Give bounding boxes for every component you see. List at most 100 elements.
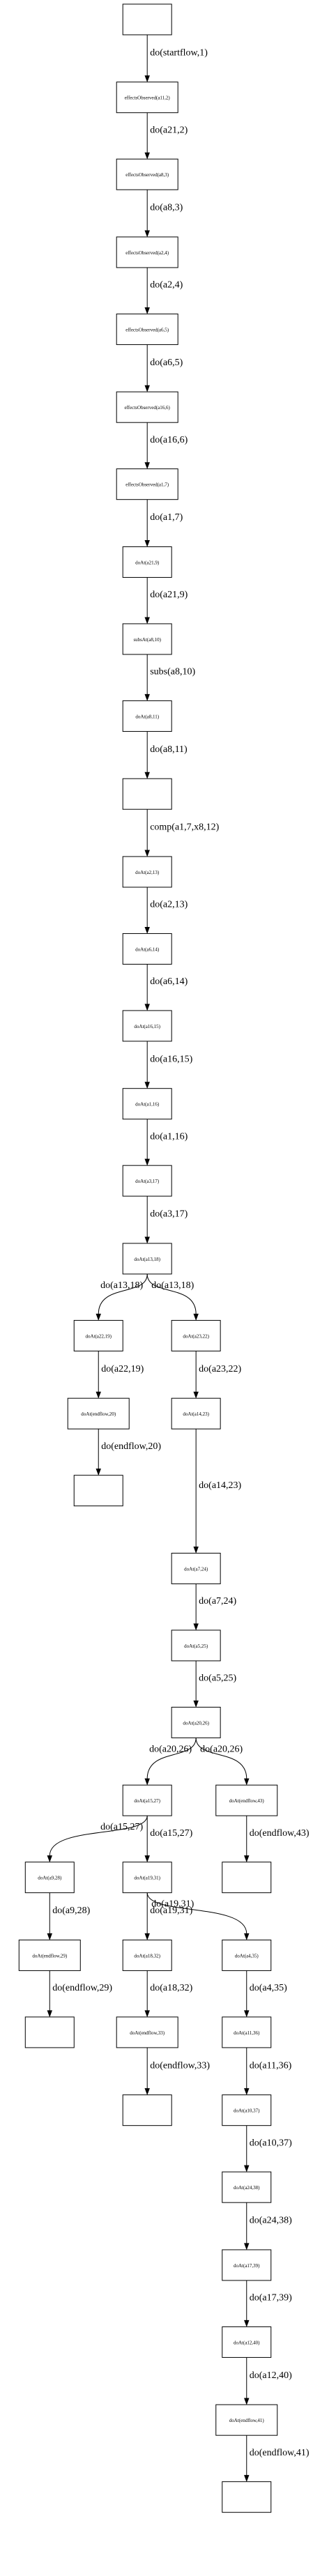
state-node: doAt(a19,31): [122, 1862, 172, 1894]
arrowhead-icon: [144, 307, 150, 314]
node-box: [215, 2404, 278, 2436]
node-box: [24, 1862, 75, 1894]
edge-line: [195, 1738, 247, 1779]
arrowhead-icon: [144, 75, 150, 83]
edge-label: do(a15,27): [150, 1828, 192, 1839]
arrowhead-icon: [193, 1391, 199, 1399]
edge-label: do(a8,3): [150, 203, 183, 213]
arrowhead-icon: [244, 2243, 250, 2251]
state-node: doAt(a13,18): [122, 1243, 172, 1275]
arrowhead-icon: [144, 1933, 150, 1940]
node-box: [122, 623, 172, 655]
node-label: effectsObserved(a6,5): [125, 327, 169, 332]
edge-label: do(a6,14): [150, 976, 188, 987]
node-label: subsAt(a8,10): [133, 637, 161, 643]
node-box: [171, 1630, 221, 1662]
edge-label: do(a23,22): [199, 1364, 241, 1374]
state-node: doAt(a5,25): [171, 1630, 221, 1662]
node-label: doAt(a12,40): [234, 2340, 260, 2345]
state-node: doAt(a18,32): [122, 1939, 172, 1971]
node-box: [18, 1939, 81, 1971]
edge-line: [49, 1816, 148, 1856]
node-label: doAt(a1,16): [135, 1102, 160, 1107]
node-box: [73, 1319, 123, 1351]
node-box: [222, 2094, 272, 2126]
edge-label: do(a4,35): [250, 1983, 287, 1993]
edge: do(a19,31): [146, 1892, 250, 1940]
arrowhead-icon: [244, 2475, 250, 2483]
terminal-node: [222, 2481, 272, 2513]
node-label: doAt(a20,26): [183, 1720, 209, 1726]
node-label: doAt(a16,15): [134, 1024, 160, 1029]
edge-label: do(a2,4): [150, 280, 183, 291]
edge: do(a3,17): [144, 1196, 188, 1244]
arrowhead-icon: [244, 2320, 250, 2327]
edge-label: do(a9,28): [52, 1906, 90, 1916]
node-box: [222, 2326, 272, 2358]
node-box: [222, 1939, 272, 1971]
node-box: [67, 1397, 130, 1429]
edge-label: do(a21,2): [150, 125, 188, 135]
edge: do(a7,24): [193, 1584, 237, 1631]
edge-line: [146, 1892, 247, 1934]
edge-label: do(a7,24): [199, 1596, 236, 1607]
node-label: effectsObserved(a2,4): [125, 250, 169, 256]
state-node: doAt(a22,19): [73, 1319, 123, 1351]
edge: do(a8,11): [144, 731, 188, 779]
arrowhead-icon: [193, 1700, 199, 1708]
node-label: doAt(a19,31): [134, 1876, 160, 1881]
node-box: [116, 236, 178, 268]
node-label: doAt(a9,28): [38, 1876, 62, 1881]
edge: do(endflow,29): [47, 1970, 112, 2018]
edge: do(a6,5): [144, 344, 183, 392]
state-node: doAt(a11,36): [222, 2016, 272, 2048]
arrowhead-icon: [47, 1933, 53, 1940]
node-box: [116, 82, 178, 114]
arrowhead-icon: [144, 2088, 150, 2096]
arrowhead-icon: [144, 1236, 150, 1244]
node-box: [73, 1475, 123, 1507]
state-node: doAt(a3,17): [122, 1165, 172, 1197]
edge: do(endflow,41): [244, 2435, 310, 2483]
edge-line: [98, 1273, 148, 1314]
edge-label: do(a22,19): [101, 1364, 144, 1374]
node-label: doAt(a6,14): [135, 946, 160, 952]
arrowhead-icon: [144, 1082, 150, 1089]
edge: do(a20,26): [195, 1738, 250, 1786]
edge-label: do(a1,16): [150, 1131, 188, 1142]
edge-label: do(a2,13): [150, 900, 188, 910]
edge-label: do(endflow,29): [52, 1983, 112, 1993]
arrowhead-icon: [193, 1546, 199, 1554]
edge: do(a1,16): [144, 1119, 188, 1166]
edge: do(a21,9): [144, 577, 188, 624]
state-node: doAt(a23,22): [171, 1319, 221, 1351]
state-node: effectsObserved(a11,2): [116, 82, 178, 114]
state-node: doAt(endflow,29): [18, 1939, 81, 1971]
state-node: doAt(a24,38): [222, 2171, 272, 2203]
state-node: doAt(endflow,41): [215, 2404, 278, 2436]
state-node: doAt(endflow,20): [67, 1397, 130, 1429]
terminal-node: [122, 2094, 172, 2126]
state-node: doAt(a7,24): [171, 1552, 221, 1584]
node-label: doAt(a13,18): [134, 1257, 160, 1262]
edge-label: subs(a8,10): [150, 667, 195, 677]
node-box: [122, 1010, 172, 1042]
arrowhead-icon: [144, 1778, 150, 1786]
edge-label: do(endflow,41): [250, 2448, 310, 2458]
arrowhead-icon: [144, 850, 150, 857]
node-label: doAt(a5,25): [184, 1643, 208, 1649]
edge-label: do(a13,18): [151, 1280, 194, 1291]
edge: do(endflow,33): [144, 2047, 210, 2096]
arrowhead-icon: [144, 2010, 150, 2018]
node-box: [122, 856, 172, 888]
edge-label: do(a15,27): [100, 1822, 143, 1832]
edge-label: do(a12,40): [250, 2370, 292, 2381]
node-label: doAt(a8,11): [135, 714, 159, 719]
node-box: [122, 1862, 172, 1894]
node-label: doAt(a24,38): [234, 2185, 260, 2191]
node-label: effectsObserved(a1,7): [125, 482, 169, 488]
edge: do(a2,13): [144, 887, 188, 934]
edge-label: do(a1,7): [150, 512, 183, 523]
node-box: [24, 2016, 75, 2048]
edge: do(endflow,43): [244, 1816, 310, 1863]
